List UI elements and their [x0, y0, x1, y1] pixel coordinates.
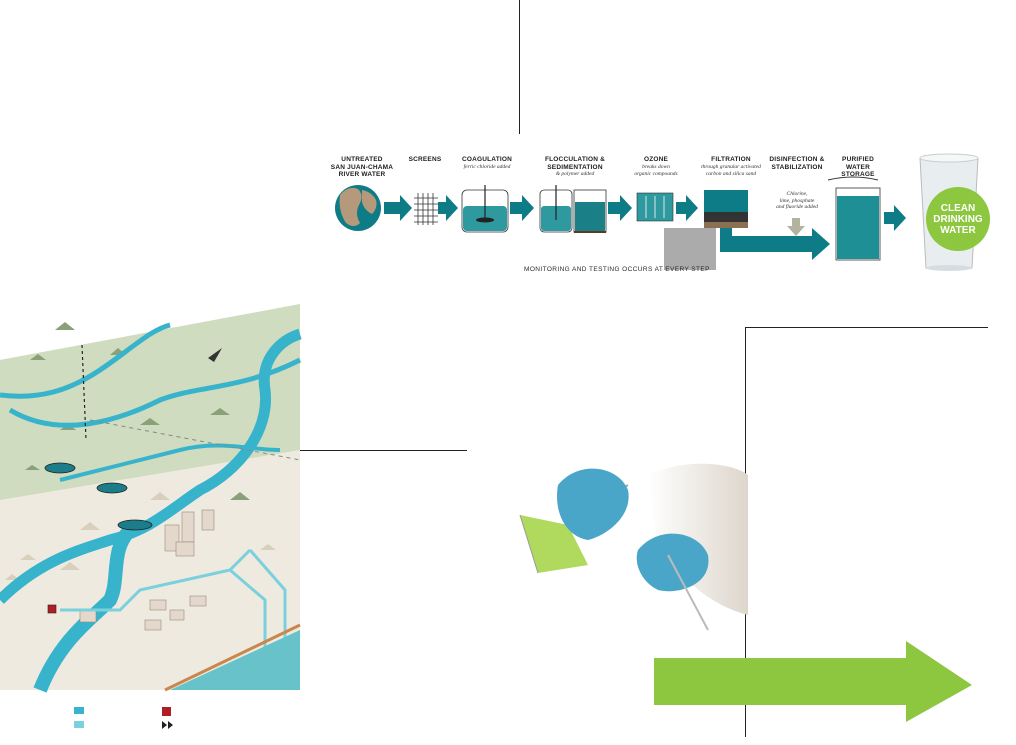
- step-label-flocculation: FLOCCULATION & SEDIMENTATION: [544, 156, 606, 171]
- divider-right-top: [745, 327, 988, 328]
- divider-top: [519, 0, 520, 134]
- city-buildings: [79, 509, 215, 631]
- process-graphics: [335, 153, 979, 271]
- step-label-disinfection: DISINFECTION & STABILIZATION: [769, 156, 825, 171]
- legend-swatch-pipeline: [74, 721, 84, 728]
- legend-flow-arrows-icon: [162, 721, 173, 729]
- step-label-ozone: OZONE: [643, 156, 669, 163]
- step-sub-filtration: through granular activated carbon and si…: [701, 164, 761, 177]
- step-sub-coagulation: ferric chloride added: [463, 164, 511, 170]
- lab-photo: [519, 463, 748, 631]
- clean-drinking-water-badge: CLEAN DRINKING WATER: [926, 187, 990, 251]
- legend-swatch-intake: [162, 707, 171, 716]
- step-label-coagulation: COAGULATION: [461, 156, 513, 163]
- tank-icon: [664, 190, 748, 270]
- step-sub-disinfection: Chlorine, lime, phosphate and fluoride a…: [776, 191, 818, 210]
- step-label-storage: PURIFIED WATER STORAGE: [841, 156, 875, 178]
- step-sub-flocculation: & polymer added: [555, 171, 595, 177]
- north-arrow-icon: [208, 348, 222, 362]
- tank-icon: [636, 192, 674, 222]
- monitoring-note: MONITORING AND TESTING OCCURS AT EVERY S…: [524, 266, 710, 273]
- globe-icon: [335, 185, 381, 231]
- tank-icon: [539, 185, 607, 233]
- screen-grid-icon: [414, 193, 438, 225]
- divider-map: [300, 450, 467, 451]
- step-sub-ozone: breaks down organic compounds: [634, 164, 678, 177]
- green-arrow-icon: [654, 641, 972, 722]
- tank-icon: [827, 176, 881, 261]
- legend-swatch-river: [74, 707, 84, 714]
- mountain-markers: [25, 322, 250, 500]
- step-label-screens: SCREENS: [408, 156, 442, 163]
- river-map: [0, 304, 302, 693]
- tank-icon: [461, 185, 509, 233]
- step-label-filtration: FILTRATION: [711, 156, 751, 163]
- step-label-untreated: UNTREATED SAN JUAN-CHAMA RIVER WATER: [330, 156, 394, 178]
